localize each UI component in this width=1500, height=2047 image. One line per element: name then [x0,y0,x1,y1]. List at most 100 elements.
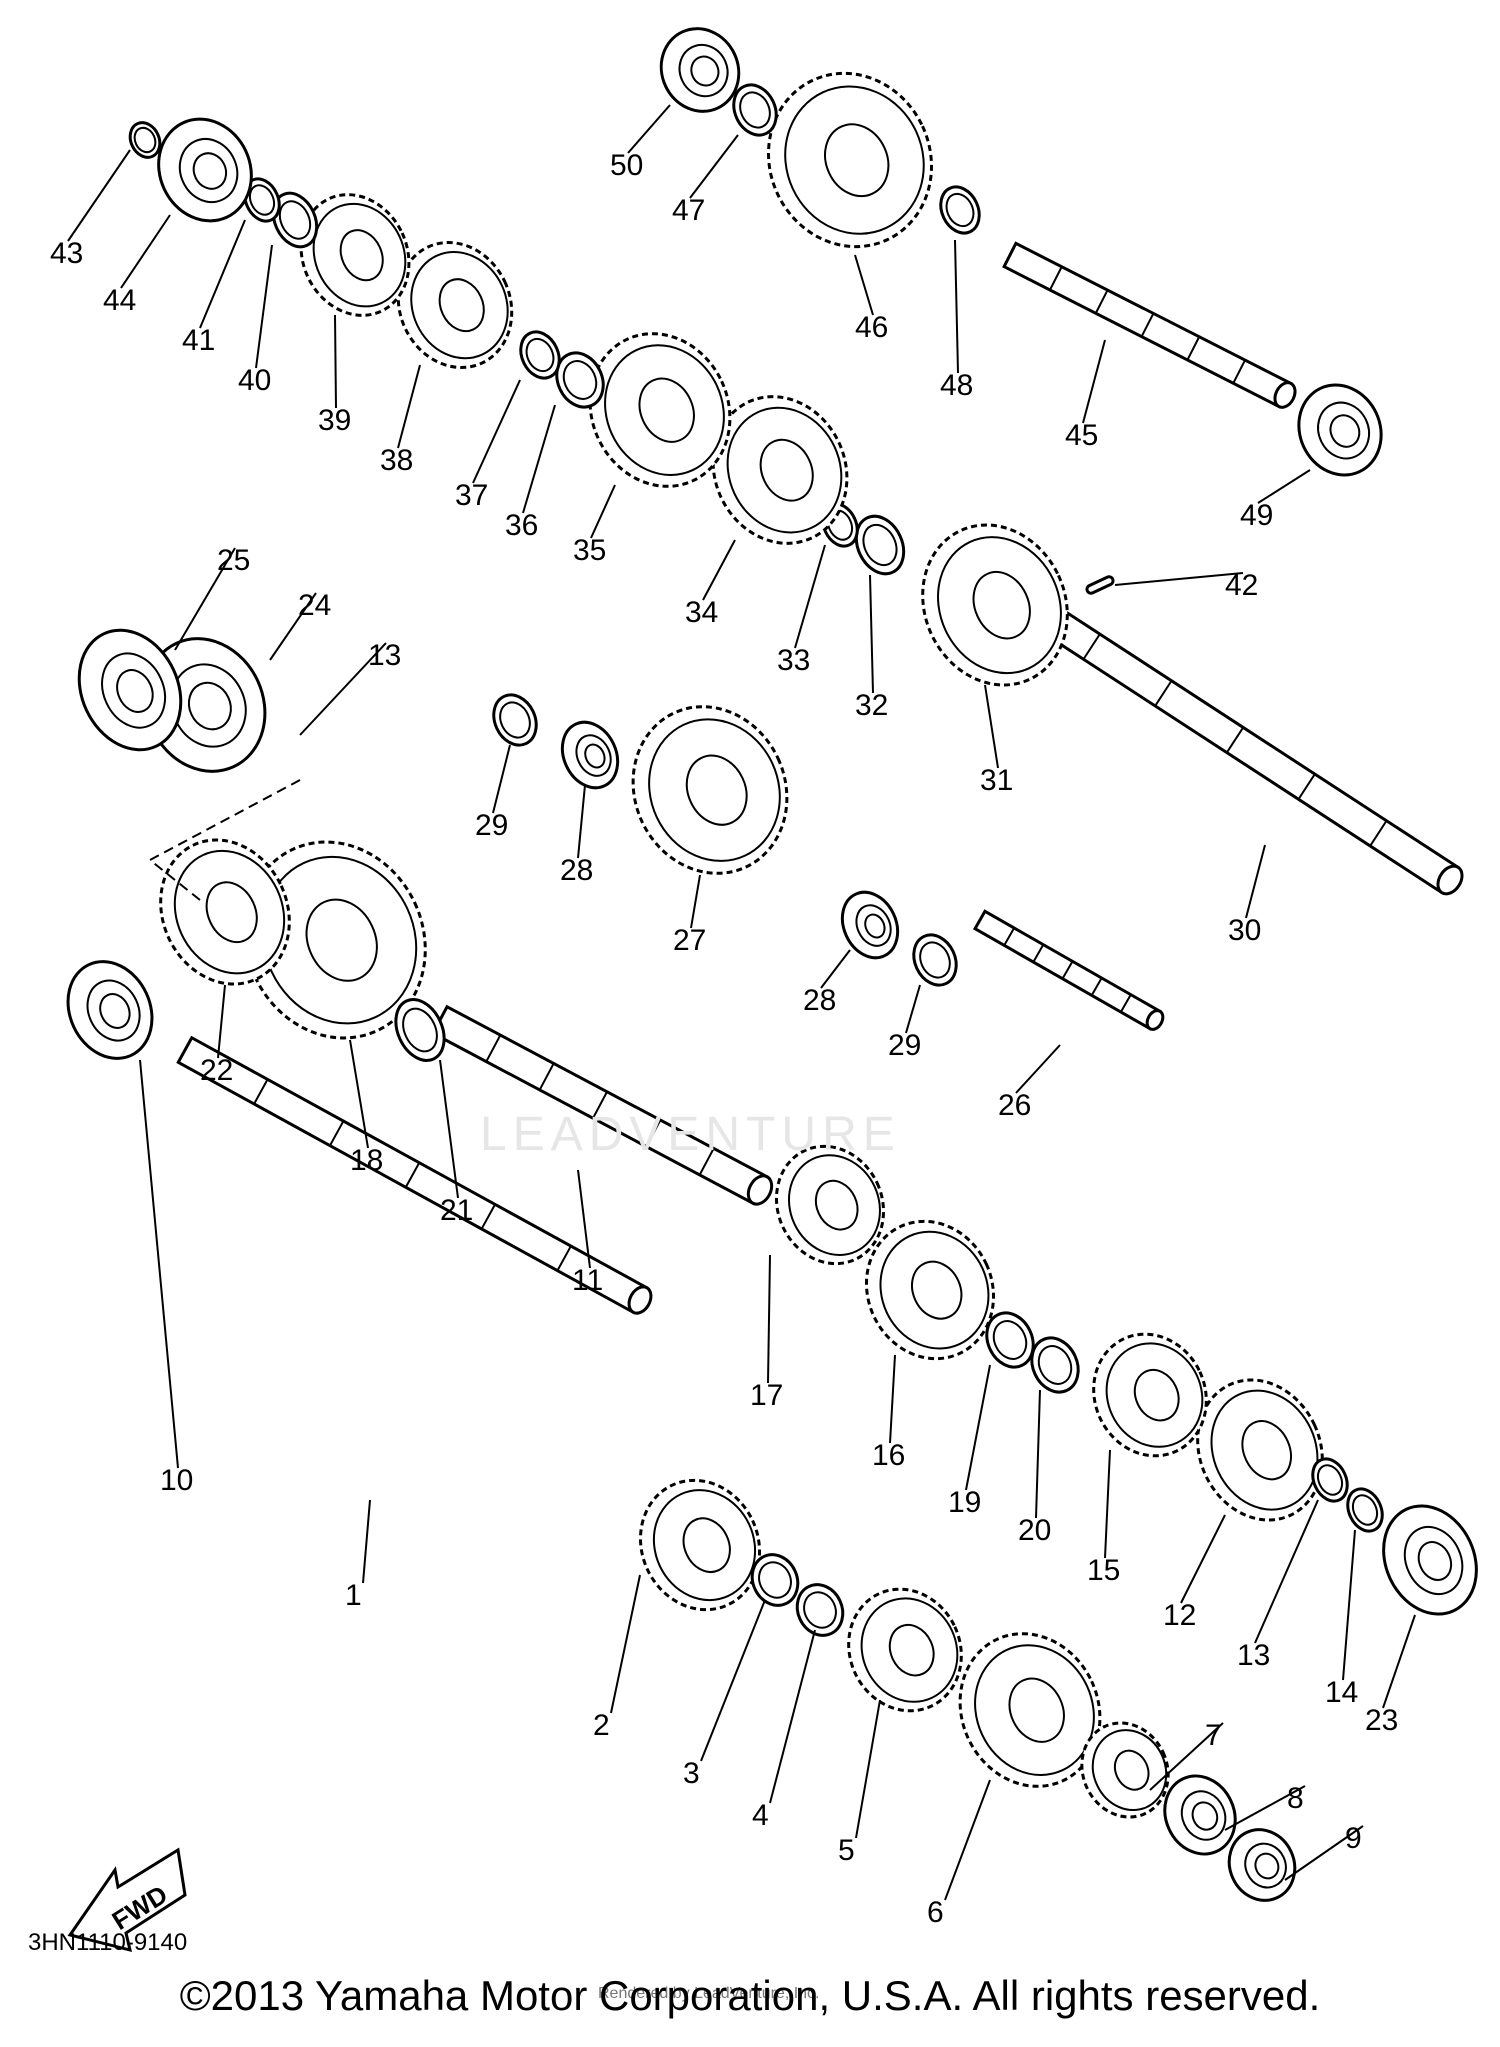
part-38-gear [396,241,514,369]
leader-line-12 [1180,1514,1226,1604]
leader-line-34 [702,539,736,601]
callout-11: 11 [572,1264,603,1297]
callout-22: 22 [200,1054,233,1087]
leader-line-11 [577,1169,591,1269]
part-11-shaft [430,1004,774,1206]
part-30-shaft [1009,585,1464,896]
leader-line-48 [954,239,959,374]
callout-32: 32 [855,689,888,722]
leader-lines [67,104,1416,1901]
copyright-notice: ©2013 Yamaha Motor Corporation, U.S.A. A… [179,1972,1321,2019]
leader-line-10 [139,1059,179,1469]
leader-line-30 [1245,844,1266,919]
leader-line-25 [174,547,236,651]
callout-1: 1 [345,1579,362,1612]
part-10-bearing [66,960,154,1060]
part-45-shaft [1002,241,1297,409]
leader-line-37 [472,379,521,484]
part-40-washer [271,191,319,249]
leader-line-47 [689,134,739,199]
part-4-clip [795,1583,845,1637]
leader-line-35 [590,484,616,539]
callout-30: 30 [1228,914,1261,947]
callout-36: 36 [505,509,538,542]
connector-line [148,779,301,901]
callout-labels: 1234567891011121313141516171819202122232… [50,149,1398,1929]
leader-line-16 [889,1354,896,1444]
callout-37: 37 [455,479,488,512]
callout-9: 9 [1345,1822,1362,1855]
part-46-gear [767,71,933,249]
rendered-by-note: Rendered by LeadVenture, Inc. [598,1985,820,2002]
part-5-gear [847,1587,963,1713]
leader-line-28 [577,784,586,859]
leader-line-36 [522,404,556,514]
part-37-clip [519,330,561,380]
callout-45: 45 [1065,419,1098,452]
callout-12: 12 [1163,1599,1196,1632]
callout-3: 3 [683,1757,700,1790]
callout-7: 7 [1205,1719,1222,1752]
part-22-gear [159,838,291,986]
callout-34: 34 [685,596,718,629]
leader-line-17 [767,1254,771,1384]
callout-23: 23 [1365,1704,1398,1737]
leader-line-7 [1149,1722,1224,1791]
part-9-nut [1227,1828,1297,1902]
callout-29a: 29 [475,809,508,842]
callout-46: 46 [855,311,888,344]
part-3-washer [750,1553,800,1607]
part-1-shaft [176,1035,653,1315]
leader-line-24 [269,592,317,661]
callout-28a: 28 [560,854,593,887]
callout-19: 19 [948,1486,981,1519]
leader-line-9 [1284,1825,1364,1881]
leader-line-41 [199,219,246,329]
leader-line-39 [334,314,337,409]
callout-16: 16 [872,1439,905,1472]
callout-20: 20 [1018,1514,1051,1547]
leader-line-23 [1382,1614,1416,1709]
leader-line-18 [349,1039,369,1149]
part-35-gear [588,332,732,488]
part-28a-bearing [560,720,620,790]
leader-line-13 [299,642,387,736]
leader-line-13 [1254,1499,1319,1644]
part-13a-clip [1311,1457,1349,1503]
part-19-washer [985,1311,1035,1369]
part-14-clip [1346,1487,1384,1533]
callout-43: 43 [50,237,83,270]
leader-line-15 [1104,1449,1111,1559]
callout-49: 49 [1240,499,1273,532]
callout-2: 2 [593,1709,610,1742]
leader-line-31 [984,684,999,769]
part-16-gear [864,1219,996,1361]
part-2-gear [638,1478,762,1612]
leader-line-29 [492,744,511,814]
part-43-clip [128,121,162,159]
leader-line-3 [700,1599,766,1762]
callout-26: 26 [998,1089,1031,1122]
leader-line-32 [869,574,874,694]
leader-line-50 [627,104,671,154]
callout-31: 31 [980,764,1013,797]
part-47-washer [732,83,778,137]
part-31-gear [921,523,1069,687]
callout-17: 17 [750,1379,783,1412]
leader-line-5 [855,1699,881,1839]
leader-line-14 [1342,1529,1356,1681]
part-17-gear [774,1144,886,1266]
part-34-gear [711,395,849,545]
leader-line-42 [1114,572,1244,586]
callout-44: 44 [103,284,136,317]
leader-line-8 [1224,1785,1306,1831]
callout-42: 42 [1225,569,1258,602]
part-49-bearing [1297,383,1383,477]
part-42-pin [1085,575,1115,595]
callout-15: 15 [1087,1554,1120,1587]
leader-line-2 [610,1574,641,1714]
part-6-gear [958,1632,1102,1788]
part-29b-washer [912,933,958,987]
part-20-clip [1030,1336,1080,1394]
